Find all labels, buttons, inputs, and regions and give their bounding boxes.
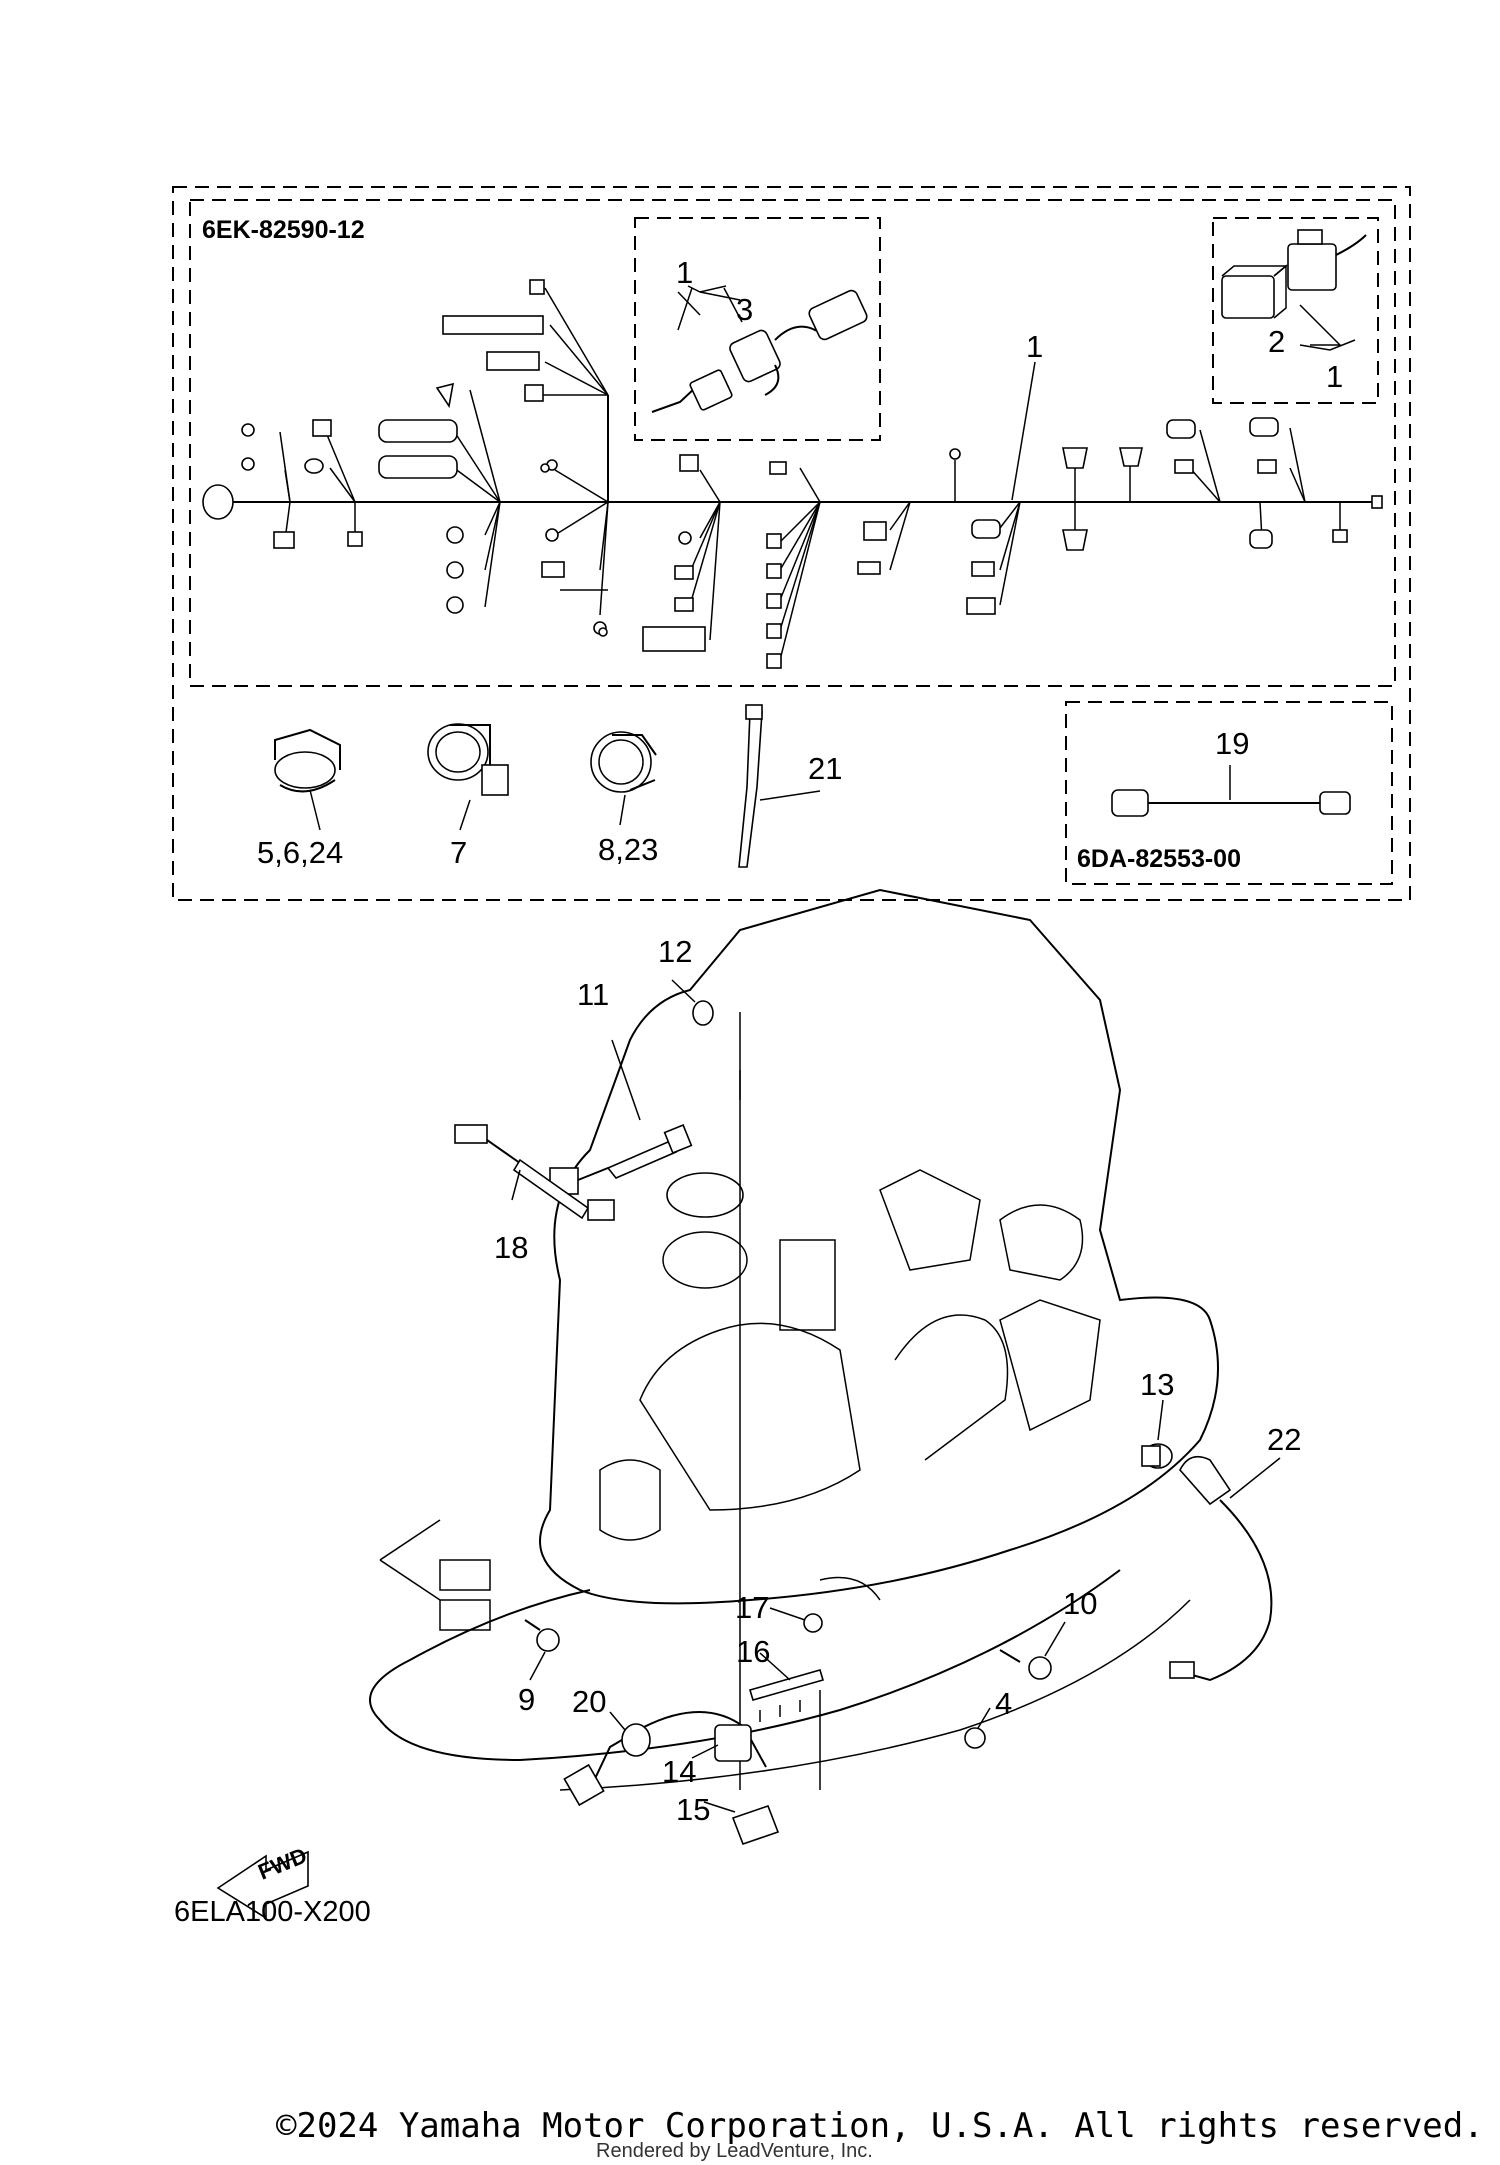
wire-harness (202, 279, 1383, 669)
callout-16: 16 (736, 1634, 770, 1669)
callout-9: 9 (518, 1682, 535, 1717)
outer-dashed-frame (172, 186, 1411, 901)
sensor-11 (549, 1124, 693, 1195)
bolt-17-bracket-16 (749, 1613, 824, 1722)
callout-20: 20 (572, 1684, 606, 1719)
callout-8-23: 8,23 (598, 832, 658, 867)
callout-3-inset-a: 3 (736, 292, 753, 327)
inset-connector-assy (651, 289, 868, 413)
figure-reference: 6ELA100-X200 (174, 1896, 371, 1928)
rendered-by-notice: Rendered by LeadVenture, Inc. (596, 2140, 873, 2162)
bolt-10 (999, 1649, 1052, 1680)
engine-block-illustration (369, 888, 1219, 1791)
sub-harness-19 (1111, 789, 1351, 817)
callout-5-6-24: 5,6,24 (257, 835, 343, 870)
sub-harness-part-number: 6DA-82553-00 (1077, 845, 1241, 873)
callout-12: 12 (658, 934, 692, 969)
clamp-8-23 (590, 731, 657, 793)
callout-21: 21 (808, 751, 842, 786)
grommet-14-15 (714, 1724, 780, 1846)
leader-lines (309, 285, 1356, 1813)
callout-13: 13 (1140, 1367, 1174, 1402)
clamps-row (274, 704, 1351, 868)
callout-1-inset-a: 1 (676, 255, 693, 290)
sensor-13 (1141, 1443, 1173, 1469)
callout-1-inset-b: 1 (1326, 359, 1343, 394)
sensor-18 (454, 1124, 615, 1221)
harness-part-number: 6EK-82590-12 (202, 216, 365, 244)
clamp-5-6-24 (274, 728, 341, 793)
harness-20 (563, 1711, 767, 1807)
callout-17: 17 (735, 1590, 769, 1625)
callout-19: 19 (1215, 726, 1249, 761)
callout-10: 10 (1063, 1586, 1097, 1621)
callout-1-harness: 1 (1026, 329, 1043, 364)
callout-4: 4 (995, 1686, 1012, 1721)
callout-14: 14 (662, 1754, 696, 1789)
copyright-notice: ©2024 Yamaha Motor Corporation, U.S.A. A… (276, 2106, 1484, 2146)
cap-22 (1169, 1455, 1273, 1682)
callout-15: 15 (676, 1792, 710, 1827)
callout-22: 22 (1267, 1422, 1301, 1457)
callout-18: 18 (494, 1230, 528, 1265)
inset-relay-connector (1221, 229, 1367, 346)
callout-2-inset-b: 2 (1268, 324, 1285, 359)
stud-brackets-left (439, 1559, 491, 1631)
bolt-4 (964, 1727, 986, 1749)
cable-tie-21 (738, 704, 763, 868)
o-ring-12 (692, 1000, 714, 1026)
clamp-7 (427, 723, 509, 796)
callout-11: 11 (577, 977, 609, 1012)
bolt-9 (524, 1619, 560, 1652)
callout-7: 7 (450, 835, 467, 870)
